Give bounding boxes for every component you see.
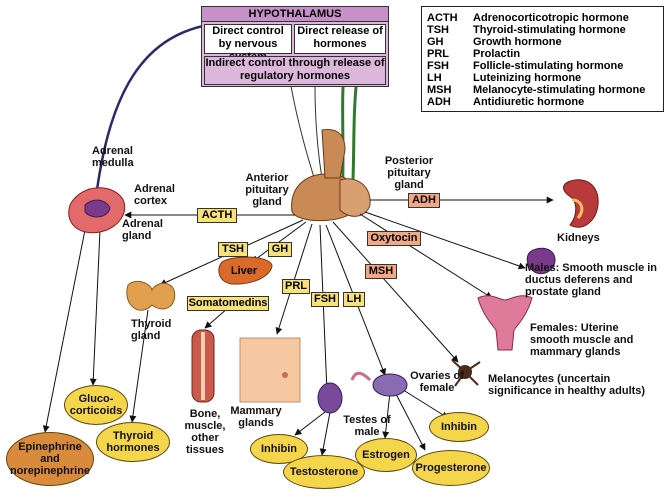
adrenal-medulla-shape	[84, 199, 111, 218]
glucocorticoids-oval: Gluco- corticoids	[64, 385, 128, 425]
males-label: Males: Smooth muscle in ductus deferens …	[525, 262, 658, 298]
thyroid-shape	[126, 280, 176, 311]
adrenal-medulla-label: Adrenal medulla	[92, 145, 134, 169]
females-label: Females: Uterine smooth muscle and mamma…	[530, 322, 634, 358]
epinephrine-oval: Epinephrine and norepinephrine	[6, 432, 94, 486]
oxytocin-tag: Oxytocin	[367, 231, 421, 246]
testes-label: Testes of male	[343, 414, 391, 438]
mammary-shape	[239, 337, 301, 403]
arrow-fsh	[319, 224, 331, 393]
direct-release-label: Direct release of hormones	[294, 24, 386, 54]
testes-shape	[317, 382, 343, 414]
arrow-ovary-estrogen	[382, 391, 391, 439]
hypothalamus-title: HYPOTHALAMUS	[202, 7, 388, 22]
prl-tag: PRL	[282, 279, 310, 294]
indirect-control-label: Indirect control through release of regu…	[204, 56, 386, 85]
nipple	[282, 372, 288, 378]
hypothalamus-box: HYPOTHALAMUS Direct control by nervous s…	[201, 6, 389, 87]
adh-tag: ADH	[408, 193, 440, 208]
arrow-ovary-inhibin	[399, 387, 449, 419]
posterior-pituitary-label: Posterior pituitary gland	[384, 155, 434, 191]
anterior-pituitary-label: Anterior pituitary gland	[245, 172, 289, 208]
liver-label: Liver	[230, 265, 258, 277]
arrow-testes-inhibin	[294, 411, 326, 436]
kidneys-label: Kidneys	[557, 232, 600, 244]
thyroid-gland-label: Thyroid gland	[131, 318, 172, 342]
arrow-oxytocin-females	[359, 213, 493, 299]
arrow-testes-testosterone	[319, 411, 331, 456]
arrow-thyroid	[129, 309, 149, 423]
ovary-shape	[372, 373, 408, 397]
gh-tag: GH	[268, 242, 292, 257]
pituitary-stalk	[321, 129, 346, 179]
melanocytes-label: Melanocytes (uncertain significance in h…	[488, 373, 646, 397]
fsh-tag: FSH	[311, 292, 339, 307]
bone-muscle-label: Bone, muscle, other tissues	[184, 408, 226, 456]
kidney-pelvis	[571, 198, 584, 219]
tsh-tag: TSH	[218, 242, 248, 257]
lh-tag: LH	[343, 292, 365, 307]
melanocyte-shape	[451, 359, 481, 387]
arrow-oxytocin-males	[364, 211, 526, 270]
uterus-shape	[477, 295, 533, 351]
arrow-msh	[332, 221, 459, 363]
direct-control-label: Direct control by nervous system	[204, 24, 292, 63]
thyroid-hormones-oval: Thyroid hormones	[96, 422, 170, 462]
somatomedins-tag: Somatomedins	[187, 296, 269, 311]
arrow-ovary-progesterone	[394, 391, 426, 451]
ovaries-label: Ovaries of female	[410, 370, 464, 394]
msh-tag: MSH	[365, 264, 397, 279]
inhibin-female-oval: Inhibin	[429, 412, 489, 442]
arrow-somatomedins	[204, 307, 229, 329]
adrenal-cortex-label: Adrenal cortex	[134, 183, 175, 207]
posterior-pituitary-shape	[339, 178, 371, 217]
arrow-adrenal-medulla	[42, 229, 86, 433]
progesterone-oval: Progesterone	[412, 450, 490, 486]
prostate-shape	[526, 247, 556, 275]
testosterone-oval: Testosterone	[283, 455, 365, 489]
fallopian-tube	[350, 371, 372, 382]
arrow-adrenal-cortex	[89, 229, 101, 386]
liver-shape	[218, 256, 273, 285]
mammary-glands-label: Mammary glands	[230, 405, 282, 429]
adrenal-gland-label: Adrenal gland	[122, 218, 163, 242]
acth-tag: ACTH	[197, 208, 237, 223]
estrogen-oval: Estrogen	[355, 438, 417, 472]
